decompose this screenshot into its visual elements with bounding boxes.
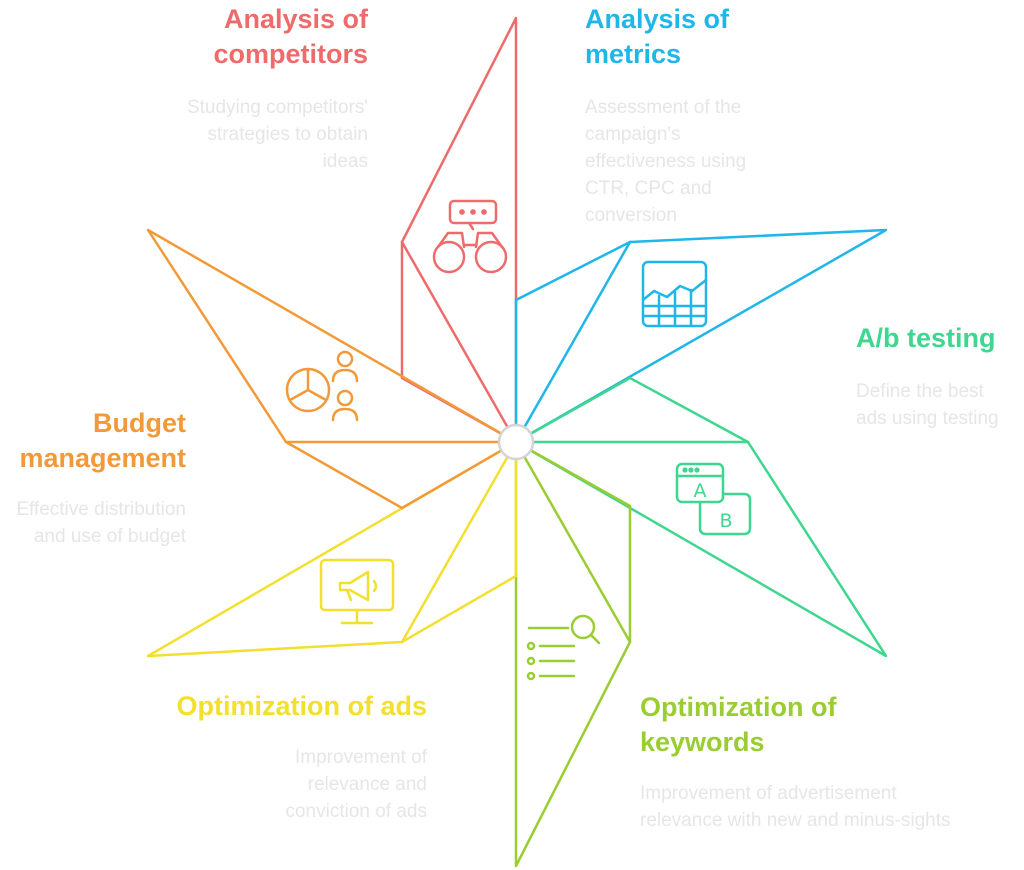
blade-competitors-crease [400,240,518,444]
blade-budget [146,228,518,510]
keywords-title: Optimization of keywords [640,692,837,757]
blade-metrics-crease [514,240,632,444]
section-keywords: Optimization of keywords Improvement of … [640,690,980,834]
blade-competitors [400,16,518,444]
competitors-description: Studying competitors' strategies to obta… [186,97,368,172]
binoculars-chat-icon [432,199,508,274]
icon-letter-a: A [694,480,707,502]
center-hub [497,423,535,461]
keywords-description: Improvement of advertisement relevance w… [640,783,951,831]
blade-keywords [514,440,632,868]
budget-title: Budget management [19,408,186,473]
ab-testing-title: A/b testing [856,323,996,353]
section-competitors: Analysis of competitors Studying competi… [128,2,368,175]
section-ads: Optimization of ads Improvement of relev… [107,689,427,825]
ab-testing-description: Define the best ads using testing [856,381,999,429]
section-metrics: Analysis of metrics Assessment of the ca… [585,2,815,229]
line-chart-grid-icon [641,260,708,328]
section-ab-testing: A/b testing Define the best ads using te… [856,321,1021,432]
metrics-description: Assessment of the campaign's effectivene… [585,97,747,226]
blade-keywords-crease [514,440,632,644]
ads-description: Improvement of relevance and conviction … [285,747,427,822]
competitors-title: Analysis of competitors [213,4,368,69]
budget-description: Effective distribution and use of budget [16,499,186,547]
ads-title: Optimization of ads [176,691,427,721]
blade-ads-crease [400,440,518,644]
metrics-title: Analysis of metrics [585,4,730,69]
pie-chart-people-icon [285,350,359,422]
ab-windows-icon [675,462,752,536]
search-list-icon [526,614,601,681]
monitor-megaphone-icon [319,558,395,625]
section-budget: Budget management Effective distribution… [0,406,186,550]
icon-letter-b: B [719,510,732,532]
